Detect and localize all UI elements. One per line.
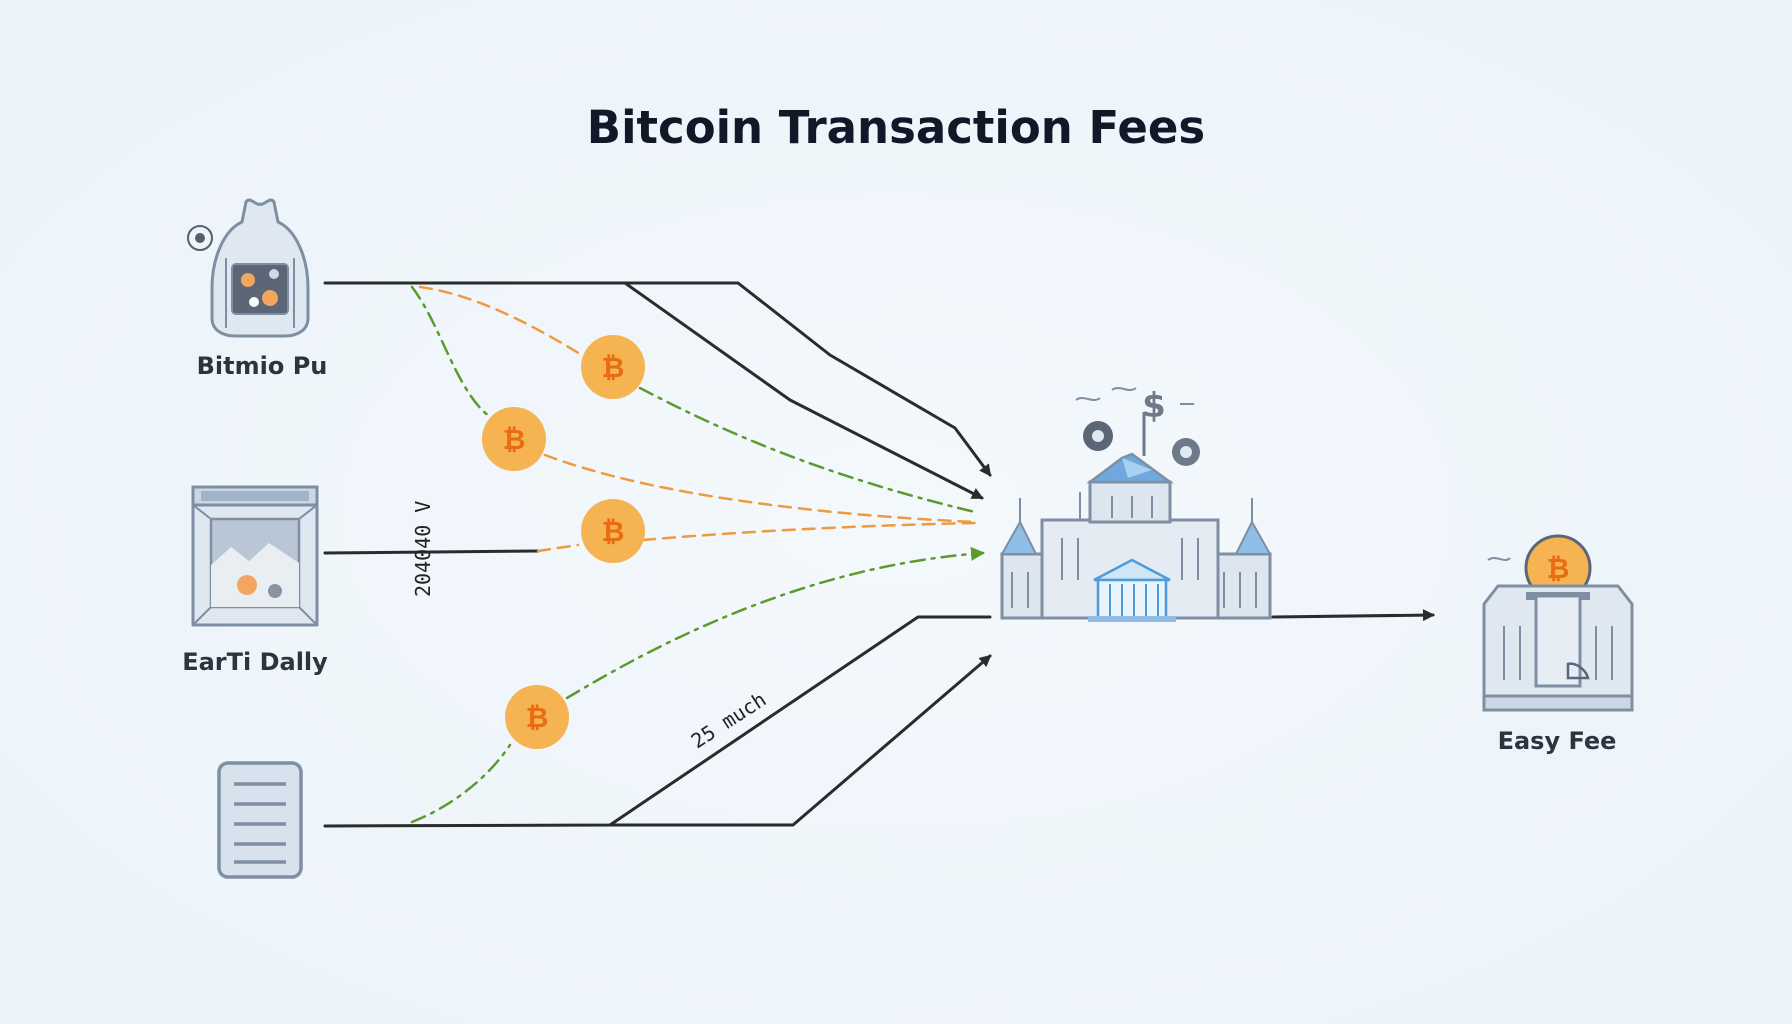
source-top-label: Bitmio Pu xyxy=(197,352,328,380)
coin-body xyxy=(505,685,569,749)
coin-body xyxy=(581,499,645,563)
path-top-to-hub-b xyxy=(623,281,984,500)
document-list-icon xyxy=(217,761,303,879)
coin-body xyxy=(482,407,546,471)
orange-path-middle xyxy=(536,521,977,553)
coin-body xyxy=(581,335,645,399)
orange-path-upper xyxy=(543,453,977,524)
bitcoin-icon: ₿ xyxy=(526,701,549,734)
solid-paths xyxy=(323,281,1435,828)
bitcoin-icon: ₿ xyxy=(602,351,625,384)
orange-path-top xyxy=(418,285,584,357)
green-paths xyxy=(410,285,983,824)
source-middle-label: EarTi Dally xyxy=(182,648,328,676)
path-bottom-to-hub-b xyxy=(608,654,992,827)
path-hub-to-destination xyxy=(1271,609,1435,622)
bitcoin-icon: ₿ xyxy=(503,423,526,456)
bank-building-icon: $ xyxy=(1000,386,1272,622)
framed-picture-icon xyxy=(191,485,319,627)
bitcoin-icon: ₿ xyxy=(1547,552,1570,585)
path-top-to-hub-a xyxy=(323,281,992,477)
coin: ₿ xyxy=(505,685,569,749)
green-path-top xyxy=(410,285,977,514)
dollar-sign: $ xyxy=(1142,386,1166,426)
coin: ₿ xyxy=(482,407,546,471)
vault-box-icon: ₿ xyxy=(1482,534,1634,712)
gear-icon xyxy=(1083,421,1113,451)
path-bottom-to-hub-a xyxy=(323,615,992,828)
destination-label: Easy Fee xyxy=(1498,727,1617,755)
jar-icon xyxy=(187,198,310,338)
coin: ₿ xyxy=(581,335,645,399)
orange-paths xyxy=(418,285,977,553)
coin: ₿ xyxy=(1524,534,1592,602)
gear-icon xyxy=(1172,438,1200,466)
path-middle-stub xyxy=(323,549,540,555)
green-path-bottom xyxy=(410,553,983,824)
vertical-annotation: 204040 V xyxy=(411,501,435,597)
page-title: Bitcoin Transaction Fees xyxy=(587,101,1205,154)
coin: ₿ xyxy=(581,499,645,563)
bitcoin-icon: ₿ xyxy=(602,515,625,548)
